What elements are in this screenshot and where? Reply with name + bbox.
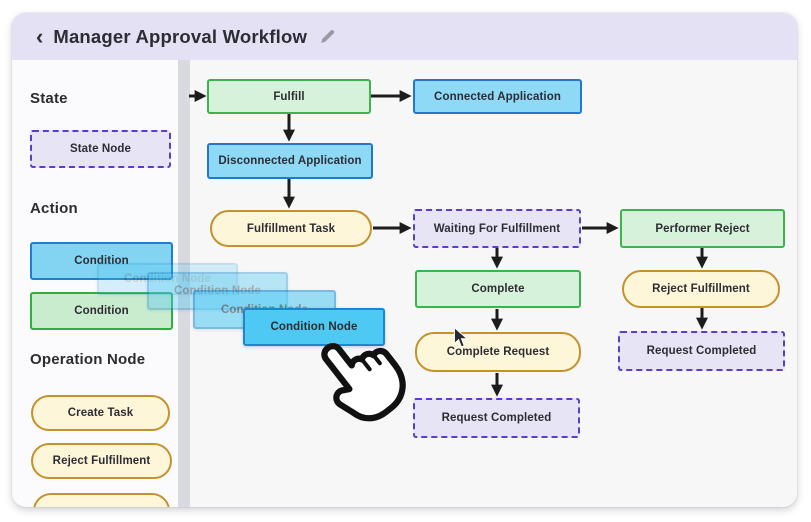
node-complete-request[interactable]: Complete Request [415, 332, 581, 372]
edit-title-button[interactable] [319, 28, 336, 45]
node-disconnected-application[interactable]: Disconnected Application [207, 143, 373, 179]
node-request-completed-mid[interactable]: Request Completed [413, 398, 580, 438]
node-connected-application[interactable]: Connected Application [413, 79, 582, 114]
pencil-icon [321, 30, 335, 43]
palette-item-condition-blue[interactable]: Condition [30, 242, 173, 280]
node-waiting-for-fulfillment[interactable]: Waiting For Fulfillment [413, 209, 581, 248]
node-performer-reject[interactable]: Performer Reject [620, 209, 785, 248]
drag-ghost: Condition Node [97, 263, 238, 295]
node-request-completed-right[interactable]: Request Completed [618, 331, 785, 371]
palette-item-reject-fulfillment[interactable]: Reject Fulfillment [31, 443, 172, 479]
section-heading-state: State [30, 90, 68, 107]
palette-item-partial[interactable] [33, 493, 170, 507]
back-button[interactable]: ‹ [36, 23, 44, 49]
palette-item-create-task[interactable]: Create Task [31, 395, 170, 431]
section-heading-action: Action [30, 200, 78, 217]
page-title: Manager Approval Workflow [53, 25, 308, 47]
node-reject-fulfillment[interactable]: Reject Fulfillment [622, 270, 780, 308]
node-complete[interactable]: Complete [415, 270, 581, 308]
palette-item-state-node[interactable]: State Node [30, 130, 171, 168]
section-heading-operation-node: Operation Node [30, 351, 146, 368]
header-bar: ‹ Manager Approval Workflow [12, 13, 797, 60]
panel-divider[interactable] [178, 60, 190, 507]
palette-item-condition-green[interactable]: Condition [30, 292, 173, 330]
node-fulfillment-task[interactable]: Fulfillment Task [210, 210, 372, 247]
node-fulfill[interactable]: Fulfill [207, 79, 371, 114]
workflow-editor-card: ‹ Manager Approval Workflow State State … [12, 13, 797, 507]
dragged-condition-node[interactable]: Condition Node [243, 308, 385, 346]
